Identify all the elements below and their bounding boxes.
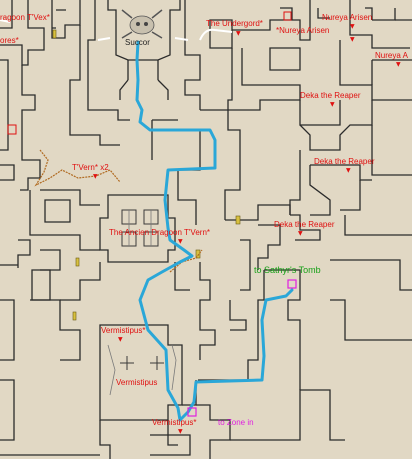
label-dragoon-tvex: ragoon T'Vex* [0,13,50,22]
crossed-pillar-icon [121,209,159,247]
spawn-arrow-icon: ▼ [350,36,355,43]
spawn-arrow-icon: ▼ [178,238,183,245]
spawn-arrow-icon: ▼ [93,173,98,180]
door-icon [195,249,201,259]
door-markers [52,29,241,321]
spawn-arrow-icon: ▼ [118,336,123,343]
spawn-arrow-icon: ▼ [396,61,401,68]
poi-square-icon [7,124,17,135]
sathyr-exit-marker-icon [287,279,297,289]
poi-markers [7,11,292,135]
label-deka-3: Deka the Reaper [274,220,335,229]
spawn-arrow-icon: ▼ [298,230,303,237]
label-deka-1: Deka the Reaper [300,91,361,100]
label-tvern-x2: T'Vern* x2 [72,163,109,172]
label-nureya-right: Nureya A [375,51,409,60]
rocky-path [34,149,203,273]
spawn-arrow-icon: ▼ [236,30,241,37]
label-zone-in: to Zone in [218,418,254,427]
label-vermistipus-upper: Vermistipus* [101,326,145,335]
door-icon [52,29,57,39]
label-nureya-mid: *Nureya Arisen [276,26,329,35]
label-ancient-dragoon: The Ancien Dragoon T'Vern* [109,228,210,237]
label-succor: Succor [125,38,150,47]
label-vermistipus-bottom: Vermistipus* [152,418,196,427]
poi-square-icon [283,11,292,21]
door-icon [235,215,241,225]
passage-highlights [0,19,233,41]
succor-skull-icon [121,9,163,39]
spawn-arrow-icon: ▼ [346,167,351,174]
map-labels: ragoon T'Vex* ores* Succor The Undergord… [0,13,409,435]
door-icon [72,311,77,321]
label-sores: ores* [0,36,19,45]
route-path [135,40,294,422]
label-undergord: The Undergord* [206,19,263,28]
spawn-arrow-icon: ▼ [330,101,335,108]
label-vermistipus-mid: Vermistipus [116,378,157,387]
lower-pillars [120,356,164,370]
spawn-arrow-icon: ▼ [178,428,183,435]
zone-in-marker-icon [187,407,197,417]
door-icon [75,257,80,267]
label-nureya-top: Nureya Arisen [322,13,372,22]
label-sathyr-tomb: to Sathyr's Tomb [254,265,321,275]
pillars [107,9,177,396]
label-deka-2: Deka the Reaper [314,157,375,166]
spawn-arrow-icon: ▼ [350,23,355,30]
